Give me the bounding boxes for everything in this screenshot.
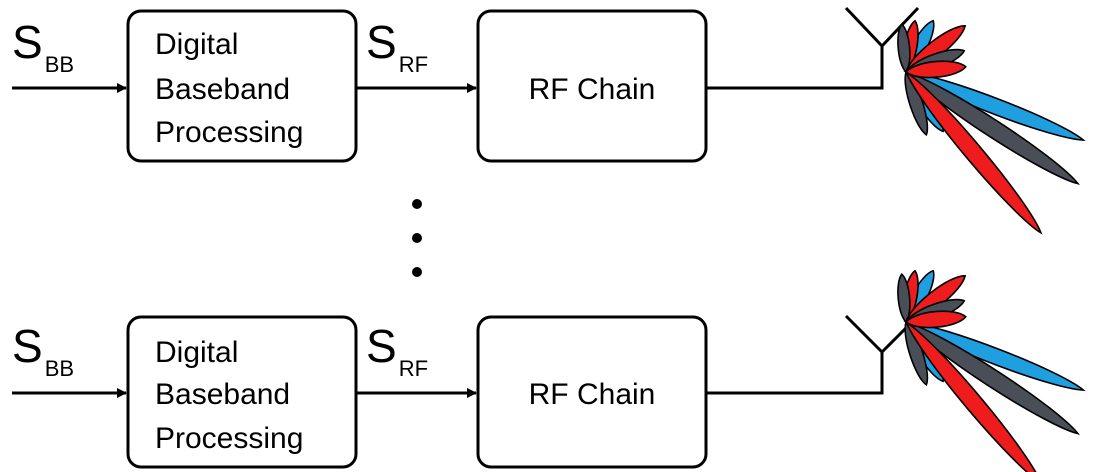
beam-lobe: [904, 69, 1043, 235]
beam-pattern: [897, 269, 1086, 472]
beam-lobe: [904, 310, 967, 329]
beam-pattern: [897, 19, 1086, 235]
input-signal-label: SBB: [12, 320, 74, 381]
ellipsis-dot: [412, 233, 422, 243]
beam-lobe: [897, 23, 911, 74]
beam-lobe: [904, 60, 967, 79]
rf-signal-label: SRF: [366, 320, 428, 381]
dbp-label: Digital Baseband Processing: [155, 28, 303, 149]
rf-signal-label: SRF: [366, 16, 428, 77]
ellipsis-dot: [412, 199, 422, 209]
dbp-label: Digital Baseband Processing: [155, 336, 303, 455]
antenna-feed-line: [706, 46, 884, 90]
beam-lobe: [903, 320, 1080, 435]
input-signal-label: SBB: [12, 16, 74, 77]
rf-chain-label: RF Chain: [529, 378, 656, 411]
chain-bottom: SBB Digital Baseband Processing SRF RF C…: [12, 269, 1086, 472]
beam-lobe: [904, 319, 1043, 472]
beam-lobe: [897, 273, 911, 324]
ellipsis-dot: [412, 267, 422, 277]
antenna-feed-line: [706, 352, 884, 395]
rf-chain-block: [476, 9, 708, 163]
rf-chain-label: RF Chain: [529, 73, 656, 106]
digital-baseband-processing-block: [126, 9, 358, 163]
ellipsis-dots: [412, 199, 422, 277]
beam-lobe: [903, 70, 1080, 185]
chain-top: SBB Digital Baseband Processing SRF RF C…: [12, 6, 1086, 235]
